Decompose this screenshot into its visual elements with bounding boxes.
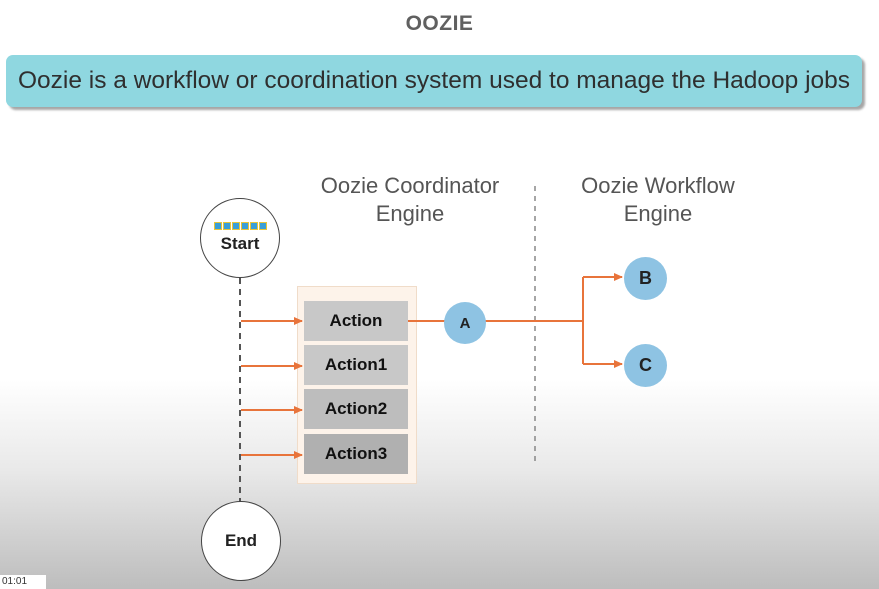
coordinator-heading-line1: Oozie Coordinator [320, 173, 500, 198]
video-timestamp: 01:01 [0, 575, 46, 589]
action-box: Action1 [304, 345, 408, 385]
coordinator-heading-line2: Engine [375, 201, 445, 226]
node-c: C [624, 344, 667, 387]
workflow-engine-heading: Oozie Workflow Engine [548, 172, 768, 228]
action-box: Action2 [304, 389, 408, 429]
action-box: Action3 [304, 434, 408, 474]
start-label: Start [220, 234, 260, 253]
action-box: Action [304, 301, 408, 341]
coordinator-engine-heading: Oozie Coordinator Engine [300, 172, 520, 228]
start-node: Start [200, 198, 280, 278]
workflow-heading-line2: Engine [623, 201, 693, 226]
end-label: End [224, 531, 258, 550]
slide-title: OOZIE [405, 12, 474, 35]
oozie-logo-icon [213, 222, 267, 230]
node-a: A [444, 302, 486, 344]
definition-banner: Oozie is a workflow or coordination syst… [6, 55, 862, 107]
workflow-heading-line1: Oozie Workflow [581, 173, 735, 198]
node-b: B [624, 257, 667, 300]
end-node: End [201, 501, 281, 581]
